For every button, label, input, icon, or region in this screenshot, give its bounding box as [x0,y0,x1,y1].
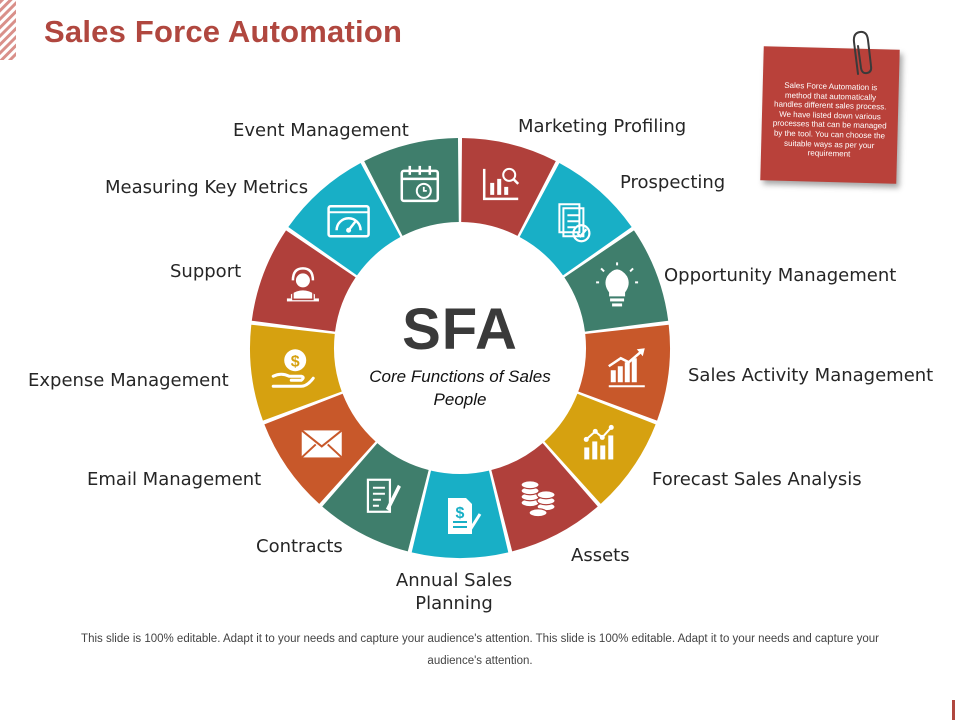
segment-prospecting [519,163,632,276]
label-opportunity-management: Opportunity Management [664,265,897,286]
label-event-management: Event Management [233,120,409,141]
money-hand-icon: $ [271,349,315,388]
center-title: SFA [402,297,518,362]
headset-agent-icon [286,267,319,302]
note-text: Sales Force Automation is method that au… [772,80,887,159]
footer-text: This slide is 100% editable. Adapt it to… [81,633,879,668]
growth-chart-icon [608,348,645,388]
center-circle [336,224,584,472]
label-assets: Assets [571,545,630,566]
label-expense-management: Expense Management [28,370,229,391]
svg-text:$: $ [291,353,300,370]
segment-sales-activity-management [578,324,670,421]
chart-search-icon [482,167,520,201]
label-contracts: Contracts [256,536,343,557]
segment-forecast-sales-analysis [544,393,656,504]
center-subtitle: Core Functions of Sales People [369,367,551,409]
corner-mark [952,700,955,720]
envelope-icon [301,429,343,459]
dollar-document-icon: $ [448,498,482,534]
label-prospecting: Prospecting [620,172,726,193]
calendar-icon [400,165,440,203]
bar-chart-icon [583,424,614,460]
label-measuring-key-metrics: Measuring Key Metrics [105,177,309,198]
segment-expense-management [250,324,342,421]
label-email-management: Email Management [87,469,262,490]
label-sales-activity-management: Sales Activity Management [688,365,934,386]
label-marketing-profiling: Marketing Profiling [518,116,687,137]
segment-event-management [364,138,459,236]
page-title: Sales Force Automation [44,14,403,49]
svg-text:$: $ [456,505,465,522]
label-forecast-sales-analysis: Forecast Sales Analysis [652,469,862,490]
segment-contracts [322,443,429,552]
decorative-stripe [0,0,16,60]
lightbulb-icon [596,262,639,307]
label-support: Support [170,261,242,282]
dashboard-icon [327,205,370,238]
contract-icon [366,478,401,513]
label-annual-sales-planning: Annual Sales Planning [395,570,513,614]
checklist-icon [558,203,591,243]
sticky-note: Sales Force Automation is method that au… [760,46,900,184]
segment-marketing-profiling [461,138,556,236]
coins-icon [520,480,556,518]
paperclip-icon [852,30,873,75]
